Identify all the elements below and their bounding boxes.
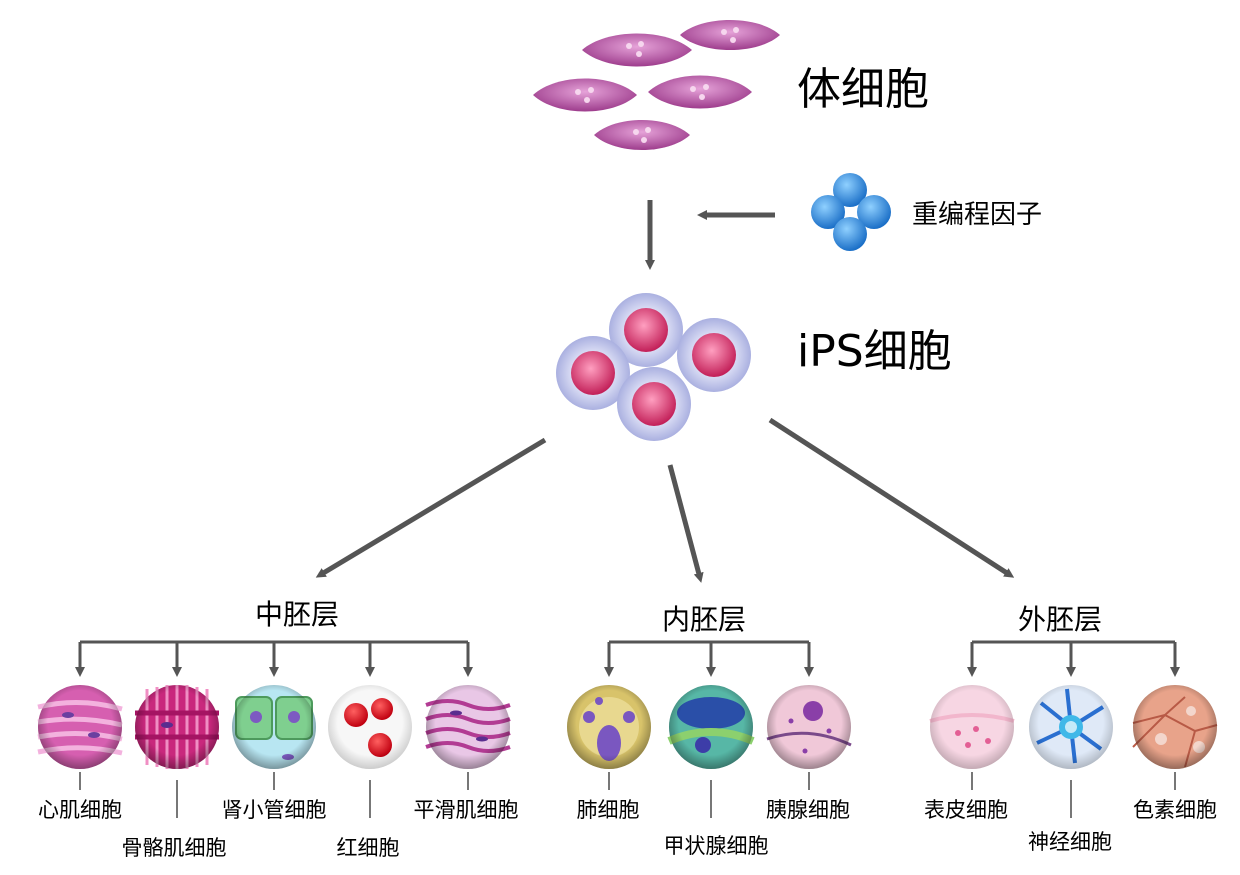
pancreatic-cell-label: 胰腺细胞 [766,798,850,822]
thyroid-cell-icon [667,685,755,769]
smooth-muscle-icon [425,685,511,769]
ectoderm-label: 外胚层 [1018,603,1103,636]
cardiomyocyte-icon [37,685,123,769]
pancreatic-cell-icon [766,685,852,769]
renal-tubule-icon [232,685,316,769]
somatic-cells-icon [533,20,780,150]
skeletal-muscle-icon [135,685,219,769]
ips-cells-icon [556,293,751,441]
label-leaders [79,772,1176,818]
renal-tubule-label: 肾小管细胞 [221,798,327,822]
thyroid-cell-label: 甲状腺细胞 [663,834,769,858]
reprogramming-factors-label: 重编程因子 [912,200,1043,230]
cardiomyocyte-label: 心肌细胞 [38,798,122,822]
epidermal-cell-label: 表皮细胞 [924,798,1008,822]
reprogramming-factors-icon [811,173,891,251]
neuron-icon [1029,685,1113,769]
ips-cell-label: iPS细胞 [797,326,952,377]
red-blood-cell-label: 红细胞 [336,836,400,860]
skeletal-muscle-label: 骨骼肌细胞 [121,836,227,860]
arrow-to-ectoderm [768,417,1015,578]
arrow-to-mesoderm [315,437,547,578]
smooth-muscle-label: 平滑肌细胞 [413,798,519,822]
cell-arrows [75,642,1180,677]
arrow-to-endoderm [667,464,704,583]
endoderm-label: 内胚层 [662,603,747,636]
pigment-cell-icon [1132,685,1218,769]
somatic-cell-label: 体细胞 [797,64,929,115]
lung-cell-label: 肺细胞 [576,798,640,822]
pigment-cell-label: 色素细胞 [1133,798,1217,822]
mesoderm-label: 中胚层 [255,598,340,631]
neuron-label: 神经细胞 [1028,830,1112,854]
epidermal-cell-icon [929,685,1015,769]
red-blood-cell-icon [328,685,412,769]
lung-cell-icon [567,685,651,769]
